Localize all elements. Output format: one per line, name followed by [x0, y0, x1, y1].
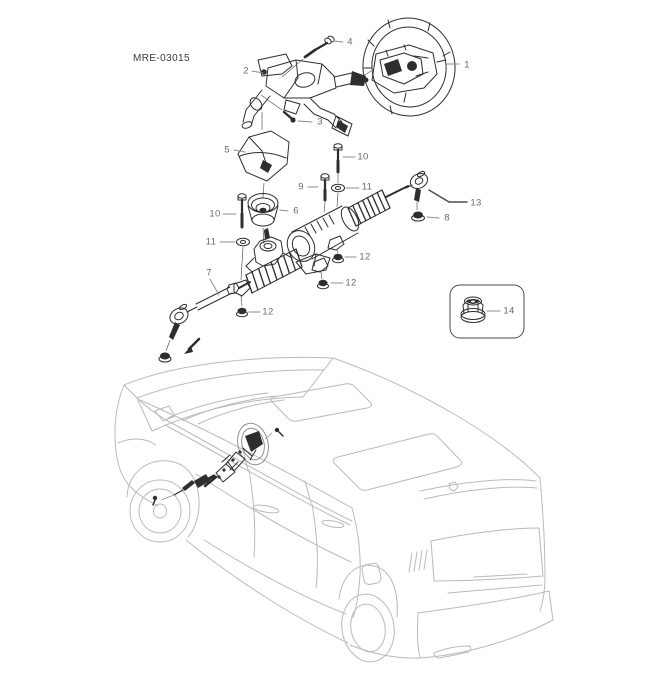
callout-13: 13 — [470, 197, 482, 209]
callout-4: 4 — [347, 36, 353, 48]
callout-9: 9 — [298, 181, 304, 193]
figure-code: MRE-03015 — [133, 53, 190, 64]
nut-12-mid-drawing — [317, 279, 329, 290]
callout-14: 14 — [503, 305, 515, 317]
callout-10-left: 10 — [209, 208, 221, 220]
callout-11-right: 11 — [361, 181, 373, 193]
front-wheel — [129, 479, 191, 543]
callout-11-left: 11 — [205, 236, 217, 248]
steering-wheel-drawing — [356, 17, 456, 117]
door-handle — [252, 504, 280, 514]
fastener-mark — [152, 495, 158, 501]
fuel-door — [361, 562, 382, 586]
steering-gear-drawing — [158, 170, 429, 363]
callout-12-mid: 12 — [345, 277, 357, 289]
column-cover-drawing — [237, 112, 290, 199]
rear-wheel — [338, 564, 398, 663]
washer-11-right-drawing — [331, 183, 345, 208]
nut-12-bottom-drawing — [236, 307, 248, 318]
bolt-4-drawing — [281, 35, 335, 78]
bolt-10-right-drawing — [333, 143, 343, 183]
callout-7: 7 — [206, 267, 212, 279]
nut-12-top-drawing — [332, 253, 344, 264]
nut-8-drawing — [411, 211, 425, 222]
bolt-3-drawing — [260, 94, 296, 123]
side-mirror — [154, 405, 176, 422]
callout-8: 8 — [444, 212, 450, 224]
callout-2: 2 — [243, 65, 249, 77]
brand-emblem — [448, 481, 459, 492]
callout-1: 1 — [464, 59, 470, 71]
grommet-6-drawing — [247, 193, 279, 245]
door-handle — [321, 519, 345, 529]
washer-11-left-drawing — [236, 237, 250, 281]
vehicle-outline-drawing — [114, 356, 554, 663]
nut-14-box — [449, 284, 525, 339]
callout-12-bottom: 12 — [262, 306, 274, 318]
callout-12-top: 12 — [359, 251, 371, 263]
callout-6: 6 — [293, 205, 299, 217]
installed-steering-assembly — [152, 422, 284, 506]
callout-5: 5 — [224, 144, 230, 156]
callout-3: 3 — [317, 116, 323, 128]
callout-leader-lines — [209, 40, 501, 313]
bolt-9-drawing — [320, 173, 330, 213]
bolt-10-left-drawing — [237, 193, 247, 229]
fastener-mark — [274, 427, 280, 433]
callout-10-right: 10 — [357, 151, 369, 163]
steering-column-drawing — [241, 53, 369, 137]
